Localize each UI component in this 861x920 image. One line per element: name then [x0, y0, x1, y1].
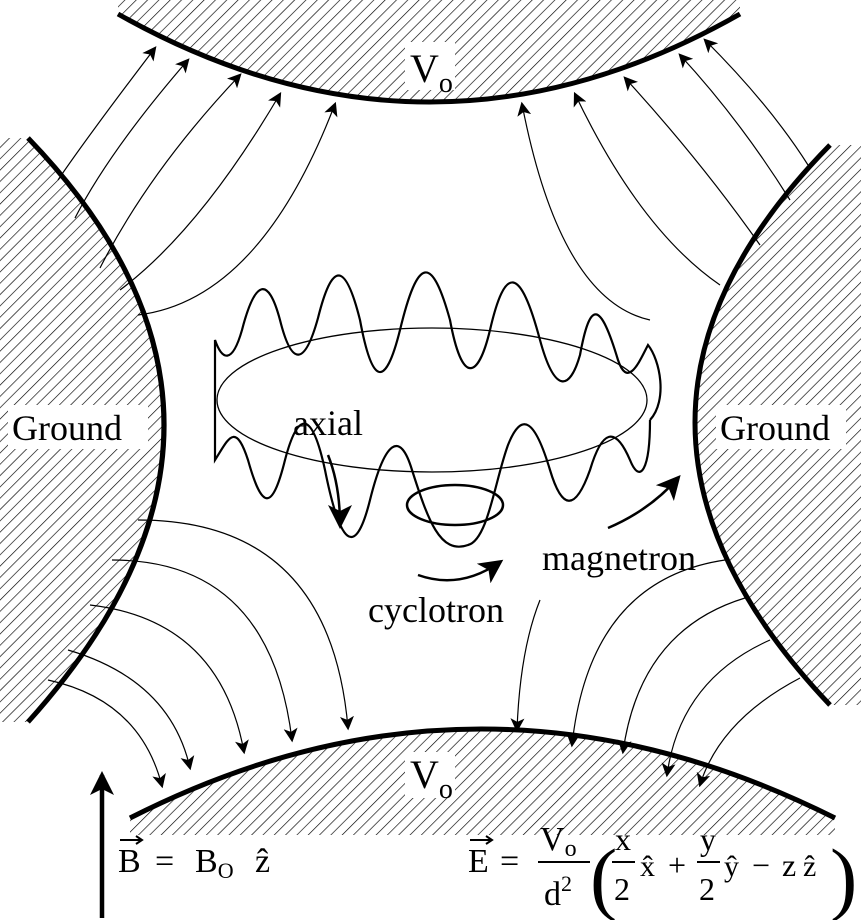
b-field-equation: B = BO ẑ [118, 835, 270, 883]
svg-text:−: − [752, 847, 770, 883]
svg-text:Vo: Vo [540, 821, 577, 862]
svg-text:+: + [668, 847, 686, 883]
svg-text:ŷ: ŷ [724, 850, 739, 883]
left-electrode-label: Ground [12, 408, 122, 448]
magnetron-orbit [216, 327, 648, 473]
svg-text:x̂: x̂ [640, 850, 655, 883]
svg-text:=: = [500, 843, 519, 880]
bottom-endcap-surface [128, 726, 837, 821]
field-lines-bottom-left [47, 519, 354, 789]
svg-text:y: y [700, 821, 716, 857]
svg-text:2: 2 [614, 871, 630, 907]
svg-text:): ) [830, 832, 857, 920]
svg-text:B: B [118, 843, 141, 880]
svg-text:ẑ: ẑ [803, 850, 816, 883]
e-field-equation: E = Vo d2 ( x 2 x̂ + y 2 ŷ − z ẑ ) [468, 821, 857, 920]
svg-text:d2: d2 [544, 871, 572, 913]
magnetron-label: magnetron [542, 538, 696, 578]
field-lines-top-right [517, 38, 809, 321]
svg-text:ẑ: ẑ [255, 843, 270, 880]
axial-pointer-arrow [326, 454, 352, 529]
svg-text:z: z [782, 847, 796, 883]
svg-text:BO: BO [195, 843, 234, 883]
cyclotron-label: cyclotron [368, 590, 504, 630]
top-endcap-surface [116, 11, 742, 105]
field-lines-top-left [57, 46, 338, 316]
right-electrode-label: Ground [720, 408, 830, 448]
bottom-electrode-label: Vo [410, 752, 453, 805]
left-ring-surface [26, 136, 167, 724]
right-ring-surface [692, 143, 832, 707]
cyclotron-orbit [405, 483, 505, 527]
bottom-endcap-electrode [130, 729, 835, 835]
axial-label: axial [293, 403, 363, 443]
axial-oscillation-trace [213, 271, 662, 548]
field-lines-bottom-right [510, 559, 801, 788]
svg-text:E: E [468, 843, 489, 880]
svg-text:x: x [615, 821, 631, 857]
magnetron-pointer-arrow [607, 474, 681, 530]
svg-text:2: 2 [699, 871, 715, 907]
cyclotron-pointer-arrow [417, 559, 504, 584]
top-electrode-label: Vo [410, 46, 453, 99]
svg-text:=: = [155, 843, 174, 880]
svg-text:(: ( [590, 832, 617, 920]
